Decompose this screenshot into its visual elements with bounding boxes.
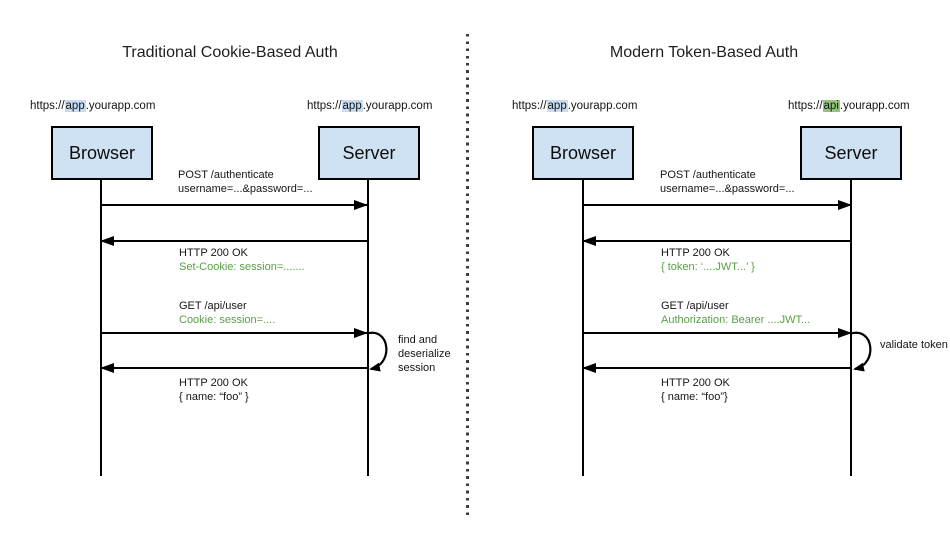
arrowhead-right-icon xyxy=(838,200,852,210)
url-highlight-app: app xyxy=(64,100,86,112)
url-highlight-api: api xyxy=(822,100,840,112)
right-msg2-arrow-left xyxy=(582,236,851,246)
left-panel-title: Traditional Cookie-Based Auth xyxy=(122,44,338,61)
right-msg1-arrow-right xyxy=(583,200,852,210)
arrowhead-left-icon xyxy=(582,363,596,373)
url-prefix: https:// xyxy=(788,100,823,112)
right-msg3-label: GET /api/user Authorization: Bearer ....… xyxy=(661,300,811,326)
url-rest: .yourapp.com xyxy=(567,100,638,112)
url-prefix: https:// xyxy=(30,100,65,112)
arrowhead-left-icon xyxy=(100,363,114,373)
right-browser-lifeline xyxy=(582,180,584,476)
panel-divider-dotted-line xyxy=(466,34,469,518)
left-msg2-label: HTTP 200 OK Set-Cookie: session=....... xyxy=(179,247,305,273)
url-rest: .yourapp.com xyxy=(839,100,910,112)
left-browser-box: Browser xyxy=(51,126,153,180)
right-browser-url: https://app.yourapp.com xyxy=(512,100,637,112)
arrowhead-left-icon xyxy=(100,236,114,246)
right-msg4-arrow-left xyxy=(582,363,851,373)
left-msg4-label: HTTP 200 OK { name: “foo” } xyxy=(179,377,249,403)
right-server-url: https://api.yourapp.com xyxy=(788,100,910,112)
arrowhead-left-icon xyxy=(582,236,596,246)
url-highlight-app: app xyxy=(341,100,363,112)
left-self-loop-arrow xyxy=(366,331,388,372)
left-self-loop-note: find and deserialize session xyxy=(398,334,451,374)
url-rest: .yourapp.com xyxy=(85,100,156,112)
left-browser-url: https://app.yourapp.com xyxy=(30,100,155,112)
left-msg4-arrow-left xyxy=(100,363,367,373)
arrowhead-right-icon xyxy=(838,328,852,338)
left-server-lifeline xyxy=(367,180,369,476)
right-self-loop-arrow xyxy=(850,331,872,372)
right-msg1-label: POST /authenticate username=...&password… xyxy=(660,169,795,195)
arrowhead-right-icon xyxy=(354,328,368,338)
actor-label: Server xyxy=(824,142,878,163)
right-msg4-label: HTTP 200 OK { name: “foo”} xyxy=(661,377,730,403)
left-msg1-arrow-right xyxy=(101,200,368,210)
url-prefix: https:// xyxy=(307,100,342,112)
right-msg2-label: HTTP 200 OK { token: ‘....JWT...’ } xyxy=(661,247,755,273)
left-server-url: https://app.yourapp.com xyxy=(307,100,432,112)
right-self-loop-note: validate token xyxy=(880,339,948,351)
right-msg3-arrow-right xyxy=(583,328,852,338)
left-server-box: Server xyxy=(318,126,420,180)
left-msg2-arrow-left xyxy=(100,236,367,246)
url-highlight-app: app xyxy=(546,100,568,112)
right-panel-title: Modern Token-Based Auth xyxy=(609,44,799,61)
actor-label: Server xyxy=(342,142,396,163)
left-browser-lifeline xyxy=(100,180,102,476)
right-browser-box: Browser xyxy=(532,126,634,180)
actor-label: Browser xyxy=(549,142,616,163)
arrowhead-right-icon xyxy=(354,200,368,210)
url-prefix: https:// xyxy=(512,100,547,112)
left-msg3-label: GET /api/user Cookie: session=.... xyxy=(179,300,276,326)
left-msg3-arrow-right xyxy=(101,328,368,338)
left-msg1-label: POST /authenticate username=...&password… xyxy=(178,169,313,195)
actor-label: Browser xyxy=(68,142,135,163)
url-rest: .yourapp.com xyxy=(362,100,433,112)
right-server-box: Server xyxy=(800,126,902,180)
